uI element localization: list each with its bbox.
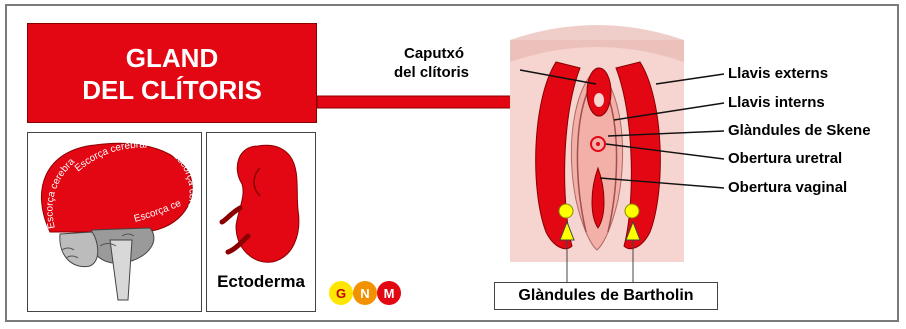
label-llavis-externs: Llavis externs	[728, 65, 828, 82]
label-llavis-interns: Llavis interns	[728, 94, 825, 111]
gnm-letter-n: N	[360, 286, 369, 301]
bartholin-gland-left	[559, 204, 573, 218]
bartholin-gland-right	[625, 204, 639, 218]
label-caputxo-line2: del clítoris	[394, 64, 469, 81]
embryo-illustration	[222, 145, 299, 262]
vulva-illustration	[510, 25, 684, 262]
label-obertura-vaginal: Obertura vaginal	[728, 179, 847, 196]
bartholin-label: Glàndules de Bartholin	[494, 282, 718, 310]
label-obertura-uretral: Obertura uretral	[728, 150, 842, 167]
gnm-letter-g: G	[336, 286, 346, 301]
gnm-letter-m: M	[384, 286, 395, 301]
gnm-logo: G N M	[329, 281, 401, 305]
label-caputxo-line1: Caputxó	[404, 45, 464, 62]
label-glandules-skene: Glàndules de Skene	[728, 122, 871, 139]
embryo-caption: Ectoderma	[206, 272, 316, 292]
